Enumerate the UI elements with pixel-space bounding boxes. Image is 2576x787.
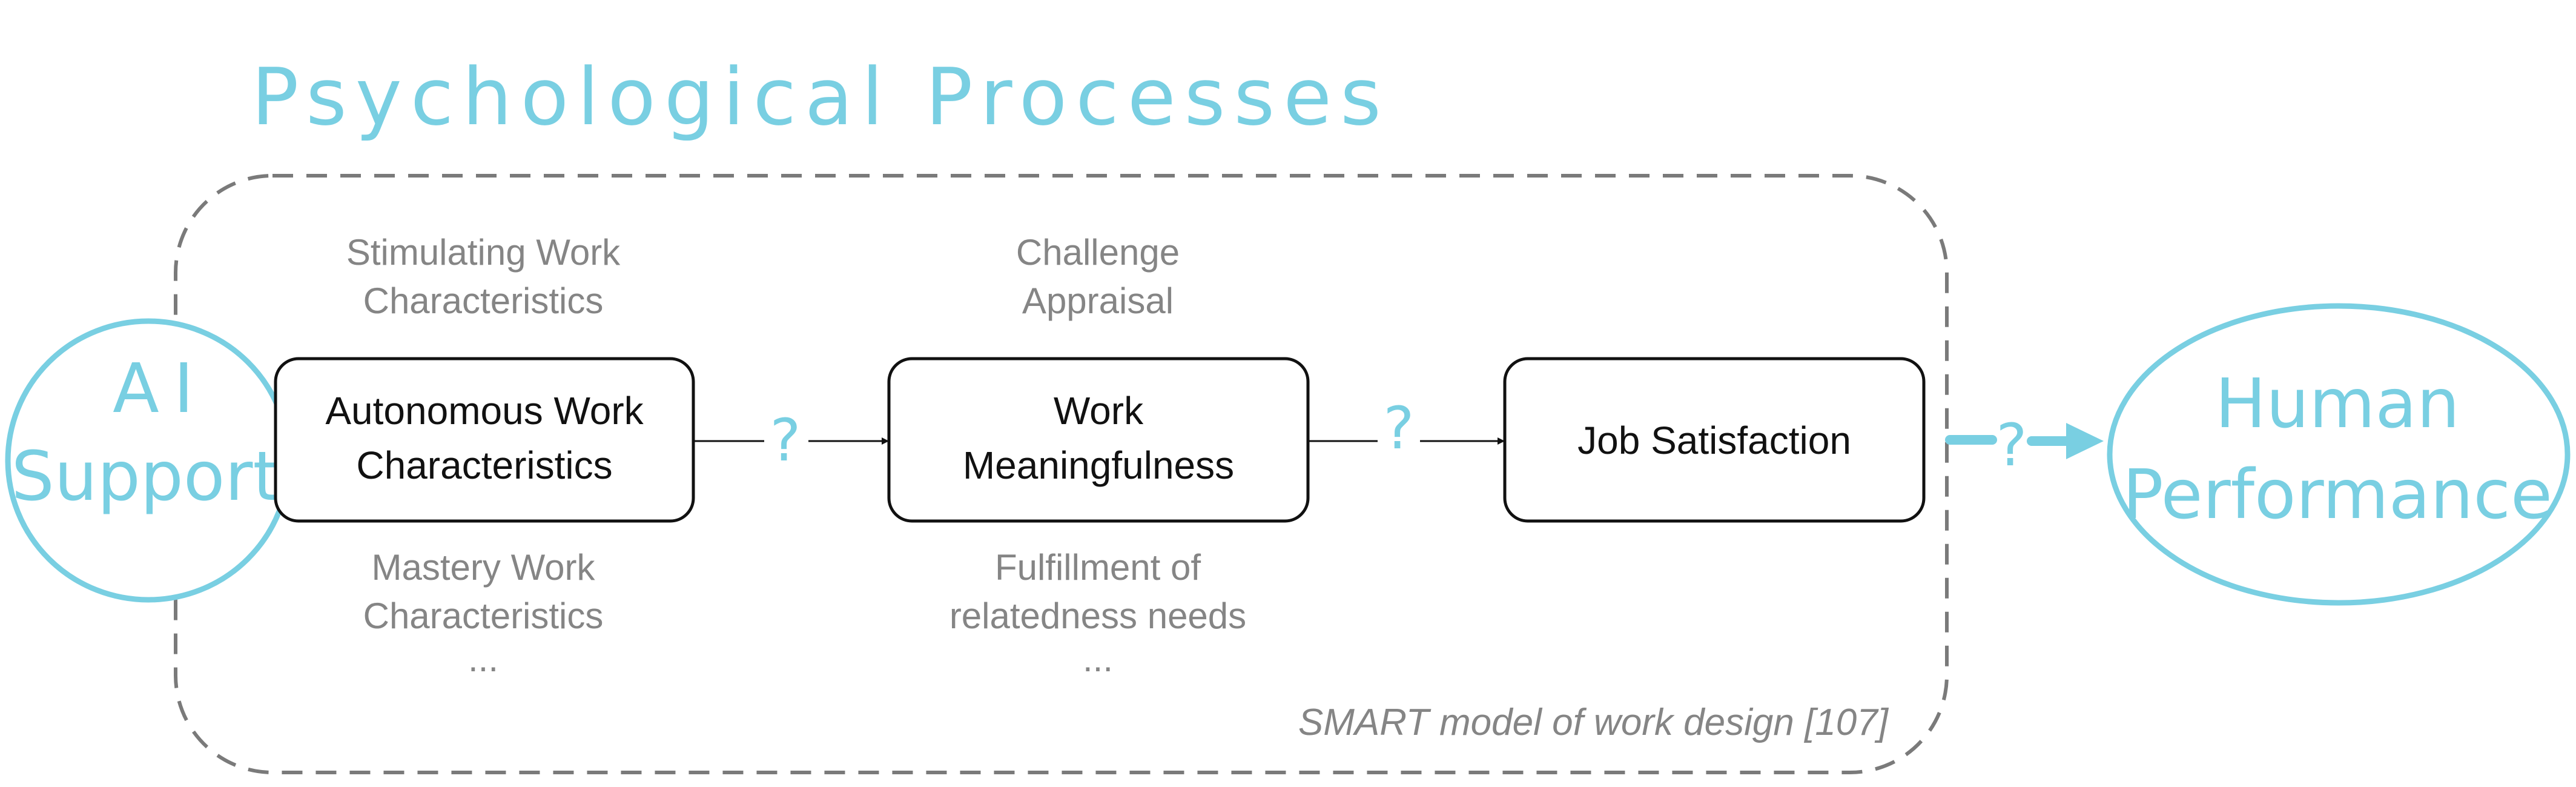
box-autonomous-work: Autonomous Work Characteristics [274,357,695,523]
human-performance-circle: Human Performance [2107,303,2571,606]
label-stimulating-work-2: Characteristics [363,281,604,321]
arrow-meaningfulness-to-satisfaction: ? [1309,394,1505,462]
smart-model-caption: SMART model of work design [107] [1298,702,1889,743]
arrow-autonomous-to-meaningfulness: ? [695,407,889,474]
ai-support-line1: AI [113,350,208,428]
label-fulfillment-1: Fulfillment of [995,547,1201,588]
box-work-meaningfulness-line1: Work [1054,389,1144,433]
label-mastery-work-2: Characteristics [363,596,604,636]
box-job-satisfaction-label: Job Satisfaction [1577,419,1851,462]
label-stimulating-work-1: Stimulating Work [346,232,621,273]
box-job-satisfaction: Job Satisfaction [1503,357,1926,523]
arrow-to-human-performance: ? [1945,411,2104,479]
question-mark-2: ? [1384,394,1415,462]
label-fulfillment-ellipsis: ... [1083,639,1113,679]
box-autonomous-work-line1: Autonomous Work [325,389,644,433]
question-mark-3: ? [1996,411,2027,479]
label-mastery-work-1: Mastery Work [372,547,596,588]
ai-support-circle: AI Support [5,318,292,603]
question-mark-1: ? [770,407,801,474]
ai-support-line2: Support [12,437,280,516]
human-performance-line2: Performance [2122,456,2552,534]
label-fulfillment-2: relatedness needs [949,596,1246,636]
box-autonomous-work-line2: Characteristics [356,443,612,487]
label-challenge-appraisal-2: Appraisal [1022,281,1174,321]
label-challenge-appraisal-1: Challenge [1016,232,1180,273]
box-work-meaningfulness: Work Meaningfulness [887,357,1310,523]
label-mastery-work-ellipsis: ... [468,639,498,679]
diagram-title: Psychological Processes [251,51,1390,143]
human-performance-line1: Human [2215,365,2460,443]
box-work-meaningfulness-line2: Meaningfulness [963,443,1234,487]
